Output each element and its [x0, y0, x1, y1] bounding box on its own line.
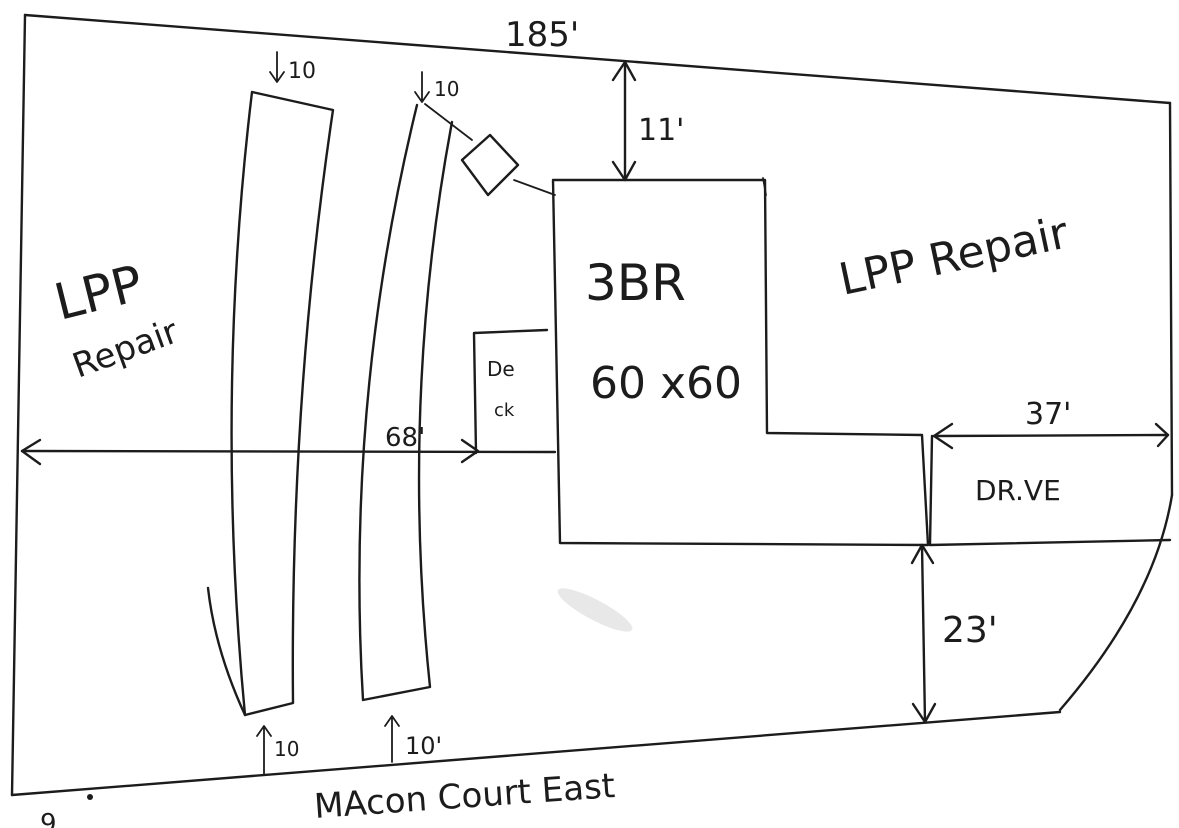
house-footprint: 3BR 60 x60 — [551, 177, 930, 547]
drain-bed-left — [230, 90, 335, 717]
drive-length-label: 37' — [1025, 397, 1071, 432]
front-distance-label: 68' — [385, 423, 425, 453]
drive-bottom-line — [928, 538, 1172, 547]
deck: De ck — [472, 328, 549, 455]
page-number: 9 — [40, 809, 57, 828]
setback-top-label: 11' — [638, 113, 684, 148]
arrow-right-icon — [460, 438, 480, 464]
boundary-top-line — [23, 13, 1172, 105]
drive-left-line — [928, 434, 934, 547]
house-corner-mark — [762, 177, 767, 196]
property-width-label: 185' — [505, 15, 579, 55]
side-distance-line — [920, 543, 927, 724]
drain-bed-right-outline — [358, 103, 454, 702]
deck-outline — [472, 328, 549, 455]
right-repair-label: LPP Repair — [835, 207, 1074, 305]
up-arrow-icon — [256, 725, 272, 775]
drive-length-line — [932, 433, 1170, 438]
arrow-up-icon — [611, 60, 637, 82]
drive-label: DR.VE — [975, 474, 1061, 507]
house-type-label: 3BR — [585, 254, 686, 312]
arrow-left-icon — [20, 438, 42, 466]
tank-diamond — [460, 133, 520, 197]
bed-width-top-right-label: 10 — [434, 77, 459, 101]
front-distance-dimension: 68' — [20, 423, 557, 466]
boundary-right-line — [1168, 101, 1174, 497]
boundary-left-line — [10, 13, 27, 797]
left-repair-area: LPP Repair — [49, 254, 184, 386]
pipe-to-bed — [424, 103, 473, 141]
arrow-right-icon — [1154, 422, 1170, 448]
deck-label-line2: ck — [494, 400, 515, 421]
pipe-to-house — [513, 179, 556, 196]
setback-top-dimension: 11' — [611, 60, 684, 182]
septic-tank — [424, 103, 556, 197]
bed-width-top-left-label: 10 — [288, 59, 316, 84]
side-distance-label: 23' — [942, 610, 998, 651]
property-boundary — [10, 13, 1174, 797]
bed-width-bottom-left-label: 10 — [274, 737, 299, 761]
bed-width-bottom-right-label: 10' — [405, 732, 442, 760]
front-distance-line — [20, 449, 557, 454]
deck-label-line1: De — [487, 357, 515, 381]
drain-bed-right — [358, 103, 454, 702]
arrow-down-icon — [911, 702, 937, 724]
side-distance-dimension: 23' — [910, 543, 998, 724]
arrow-up-icon — [910, 543, 935, 565]
arrow-left-icon — [932, 422, 954, 450]
boundary-bottom-line — [10, 710, 1062, 797]
up-arrow-icon — [384, 715, 400, 763]
bed-width-marker-top-left: 10 — [269, 51, 316, 84]
boundary-curve — [1058, 493, 1174, 712]
margin-dot — [87, 794, 93, 800]
bed-width-marker-bottom-left: 10 — [256, 725, 299, 775]
bed-width-marker-bottom-right: 10' — [384, 715, 442, 763]
house-outline — [551, 178, 930, 547]
drain-bed-left-outline — [230, 90, 335, 717]
street-name-label: MAcon Court East — [313, 766, 616, 827]
house-size-label: 60 x60 — [590, 358, 742, 409]
left-repair-line1: LPP — [49, 254, 149, 332]
scan-smudge — [557, 588, 633, 632]
down-arrow-icon — [414, 71, 430, 103]
driveway: 37' DR.VE — [928, 397, 1172, 547]
down-arrow-icon — [269, 51, 285, 83]
bed-width-marker-top-right: 10 — [414, 71, 459, 103]
drain-bed-short-line — [206, 586, 247, 717]
